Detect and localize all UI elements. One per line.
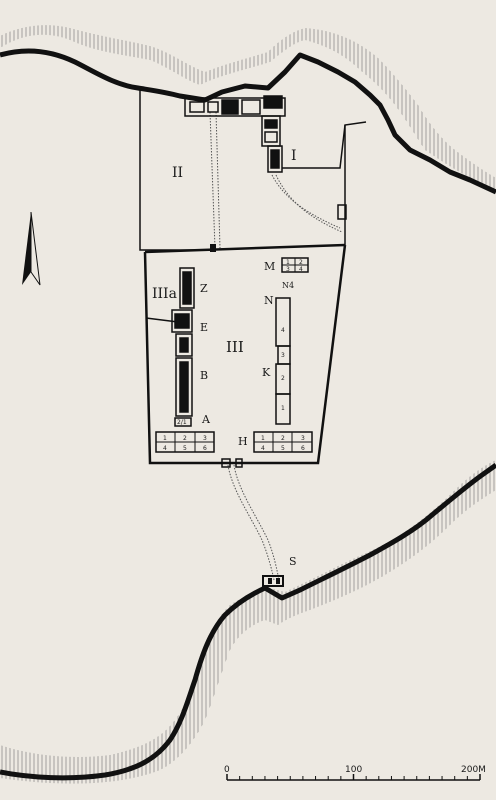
south-cliff bbox=[0, 460, 496, 784]
building-row-west bbox=[171, 267, 195, 427]
room-number-a: 1 bbox=[163, 435, 167, 442]
room-number-h: 1 bbox=[261, 435, 265, 442]
room-number-m: 4 bbox=[299, 266, 303, 273]
gate-label-s: S bbox=[289, 555, 297, 568]
north-arrow-icon bbox=[22, 211, 41, 286]
room-number-m: 2 bbox=[299, 259, 303, 266]
building-label-z: Z bbox=[200, 282, 208, 295]
room-number-h: 4 bbox=[261, 445, 265, 452]
room-number-h: 3 bbox=[301, 435, 305, 442]
building-palace bbox=[184, 95, 286, 173]
room-number-h: 2 bbox=[281, 435, 285, 442]
gate-s bbox=[262, 575, 284, 587]
zone-label-iii: III bbox=[226, 338, 244, 356]
room-number-m: 1 bbox=[286, 259, 290, 266]
zone-label-ii: II bbox=[172, 165, 183, 181]
building-label-a: A bbox=[201, 413, 211, 426]
room-number-k: 1 bbox=[281, 405, 285, 412]
building-label-e: E bbox=[200, 321, 208, 334]
scale-label-0: 0 bbox=[224, 765, 230, 775]
building-label-n4: N4 bbox=[282, 281, 294, 290]
zone-label-i: I bbox=[291, 148, 297, 164]
building-block-h bbox=[253, 431, 313, 453]
room-number-h: 5 bbox=[281, 445, 285, 452]
building-block-a bbox=[155, 431, 215, 453]
zone-label-iiia: IIIa bbox=[152, 286, 177, 302]
scale-label-100: 100 bbox=[345, 765, 362, 775]
building-label-b: B bbox=[200, 369, 208, 382]
building-label-h: H bbox=[238, 435, 248, 448]
scale-bar: 0 100 200M bbox=[224, 765, 486, 781]
room-number-n: 2 bbox=[281, 375, 285, 382]
scale-label-200: 200M bbox=[461, 765, 486, 775]
room-number-a: 6 bbox=[203, 445, 207, 452]
gate-south-2 bbox=[235, 458, 243, 468]
room-number-b-end: 2/1 bbox=[177, 419, 187, 426]
room-number-n: 4 bbox=[281, 327, 285, 334]
building-label-n: N bbox=[264, 294, 274, 307]
room-number-n: 3 bbox=[281, 352, 285, 359]
room-number-a: 2 bbox=[183, 435, 187, 442]
building-label-m: M bbox=[264, 260, 275, 273]
room-number-m: 3 bbox=[286, 266, 290, 273]
building-label-k: K bbox=[262, 366, 271, 379]
room-numbers: 1 2 3 4 5 6 1 2 3 4 5 6 1 2 3 4 4 3 2 1 2/1 bbox=[163, 259, 305, 452]
building-block-m bbox=[281, 257, 309, 273]
paths bbox=[209, 111, 343, 581]
gate-south-1 bbox=[221, 458, 231, 468]
enclosure-walls bbox=[139, 90, 367, 465]
room-number-a: 5 bbox=[183, 445, 187, 452]
gate-north bbox=[210, 244, 216, 252]
room-number-a: 3 bbox=[203, 435, 207, 442]
gate-east bbox=[337, 204, 347, 220]
building-row-east bbox=[275, 297, 291, 425]
room-number-h: 6 bbox=[301, 445, 305, 452]
room-number-a: 4 bbox=[163, 445, 167, 452]
north-cliff bbox=[0, 25, 496, 195]
